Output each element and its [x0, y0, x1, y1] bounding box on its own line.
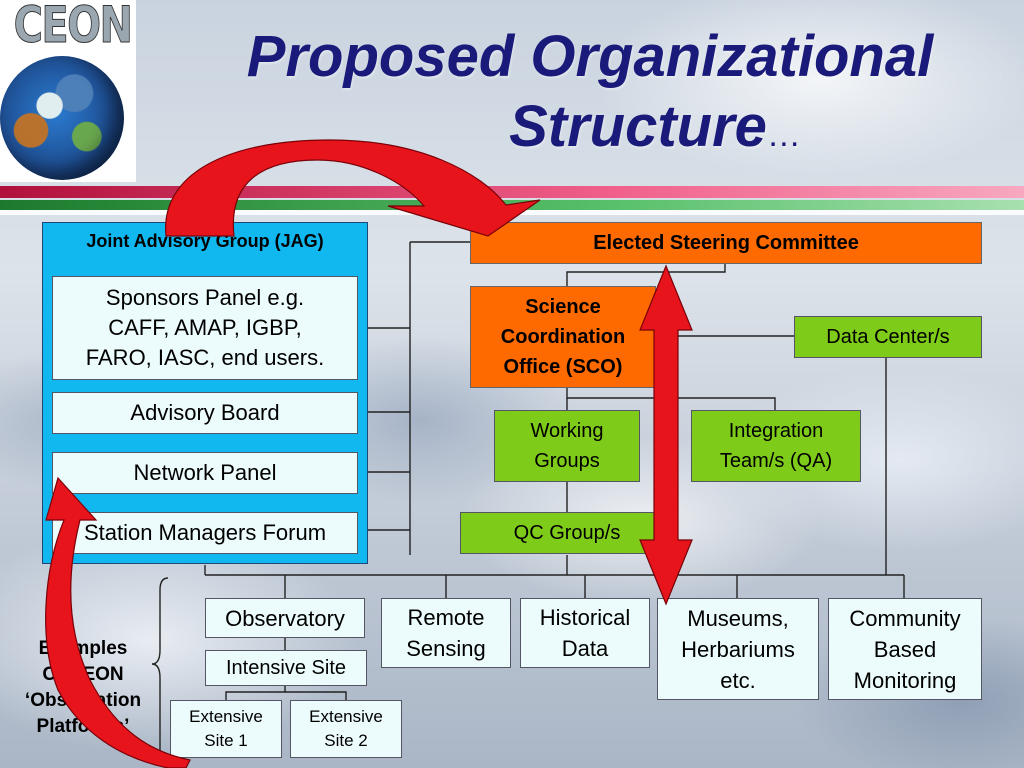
working-groups-line-2: Groups — [534, 450, 600, 472]
sco-line-2: Coordination — [500, 326, 626, 348]
community-line-3: Monitoring — [853, 667, 957, 693]
data-center-box: Data Center/s — [794, 316, 982, 358]
working-groups-box: Working Groups — [494, 410, 640, 482]
logo-text: CEON — [13, 0, 133, 55]
extensive-1-line-2: Site 1 — [204, 731, 248, 750]
remote-line-2: Sensing — [406, 636, 486, 661]
integration-line-2: Team/s (QA) — [719, 450, 833, 472]
observatory-box: Observatory — [205, 598, 365, 638]
community-monitoring-box: Community Based Monitoring — [828, 598, 982, 700]
extensive-site-2-box: Extensive Site 2 — [290, 700, 402, 758]
sponsors-panel-box: Sponsors Panel e.g. CAFF, AMAP, IGBP, FA… — [52, 276, 358, 380]
curved-arrow-top — [165, 139, 541, 237]
remote-sensing-box: Remote Sensing — [381, 598, 511, 668]
stripe-red — [0, 186, 1024, 198]
page-title-line-2-text: Structure — [509, 94, 767, 159]
sponsors-line-1: Sponsors Panel e.g. — [105, 285, 305, 310]
vertical-double-arrow — [639, 264, 693, 606]
integration-line-1: Integration — [728, 420, 824, 442]
intensive-site-box: Intensive Site — [205, 650, 367, 686]
station-managers-box: Station Managers Forum — [52, 512, 358, 554]
museums-line-2: Herbariums — [681, 636, 795, 662]
steering-committee-box: Elected Steering Committee — [470, 222, 982, 264]
title-ellipsis: … — [766, 116, 801, 154]
remote-line-1: Remote — [407, 605, 485, 630]
extensive-2-line-2: Site 2 — [324, 731, 368, 750]
advisory-board-box: Advisory Board — [52, 392, 358, 434]
museums-line-3: etc. — [720, 667, 756, 693]
historical-line-1: Historical — [539, 605, 631, 630]
sco-line-3: Office (SCO) — [503, 356, 623, 378]
integration-team-box: Integration Team/s (QA) — [691, 410, 861, 482]
sco-box: Science Coordination Office (SCO) — [470, 286, 656, 388]
historical-line-2: Data — [561, 636, 609, 661]
sponsors-line-2: CAFF, AMAP, IGBP, — [108, 315, 302, 340]
museums-line-1: Museums, — [687, 605, 789, 631]
page-title-line-2: Structure… — [255, 92, 1024, 170]
sco-line-1: Science — [525, 296, 601, 318]
museums-box: Museums, Herbariums etc. — [657, 598, 819, 700]
historical-data-box: Historical Data — [520, 598, 650, 668]
community-line-1: Community — [849, 605, 961, 631]
qc-group-box: QC Group/s — [460, 512, 674, 554]
extensive-site-1-box: Extensive Site 1 — [170, 700, 282, 758]
working-groups-line-1: Working — [530, 420, 604, 442]
extensive-1-line-1: Extensive — [189, 707, 263, 726]
jag-title: Joint Advisory Group (JAG) — [86, 231, 324, 251]
ceon-logo: CEON — [0, 0, 136, 182]
sponsors-line-3: FARO, IASC, end users. — [85, 345, 325, 370]
globe-icon — [0, 56, 124, 180]
network-panel-box: Network Panel — [52, 452, 358, 494]
community-line-2: Based — [873, 636, 937, 662]
curved-arrow-bottom — [45, 476, 191, 768]
page-title-line-1: Proposed Organizational — [246, 24, 934, 89]
extensive-2-line-1: Extensive — [309, 707, 383, 726]
